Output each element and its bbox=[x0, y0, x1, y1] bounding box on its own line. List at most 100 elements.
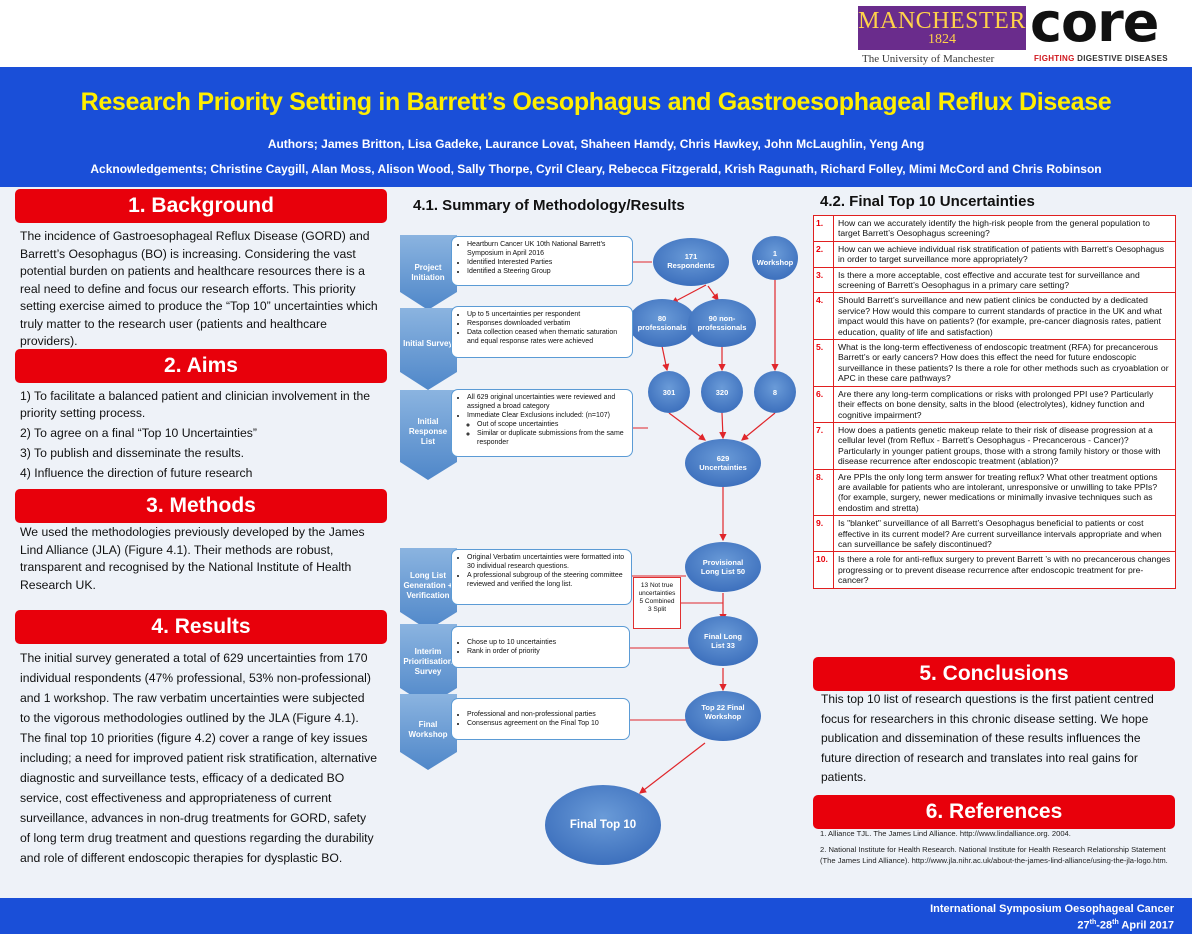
top10-row: 8.Are PPIs the only long term answer for… bbox=[813, 468, 1176, 517]
step-box-initial-survey: Up to 5 uncertainties per respondent Res… bbox=[451, 306, 633, 358]
date-mid: -28 bbox=[1096, 919, 1113, 932]
authors-line: Authors; James Britton, Lisa Gadeke, Lau… bbox=[267, 137, 925, 151]
bubble-label-professionals: 80 professionals bbox=[637, 314, 687, 332]
top10-number: 1. bbox=[813, 215, 834, 242]
bubble-provisional bbox=[685, 542, 761, 592]
aims-item: 4) Influence the direction of future res… bbox=[20, 466, 253, 480]
step-bullet: Responses downloaded verbatim bbox=[467, 319, 627, 328]
top10-number: 3. bbox=[813, 266, 834, 294]
methodology-title: 4.1. Summary of Methodology/Results bbox=[413, 197, 685, 214]
top10-row: 9.Is "blanket" surveillance of all Barre… bbox=[813, 515, 1176, 553]
step-bullet: All 629 original uncertainties were revi… bbox=[467, 393, 627, 411]
acknowledgements-line: Acknowledgements; Christine Caygill, Ala… bbox=[90, 162, 1102, 176]
logo: MANCHESTER 1824 core The University of M… bbox=[858, 0, 1188, 66]
logo-manchester-word: MANCHESTER bbox=[858, 8, 1026, 34]
bubble-label-non-professionals: 90 non-professionals bbox=[697, 314, 747, 332]
step-bullet: Original Verbatim uncertainties were for… bbox=[467, 553, 626, 571]
step-bullet: Rank in order of priority bbox=[467, 647, 624, 656]
top10-row: 1.How can we accurately identify the hig… bbox=[813, 215, 1176, 242]
exclusion-note-line: 5 Combined bbox=[639, 598, 675, 605]
references-list: 1. Alliance TJL. The James Lind Alliance… bbox=[820, 828, 1175, 871]
top10-question: Is there a more acceptable, cost effecti… bbox=[833, 266, 1176, 294]
top10-question: Are PPIs the only long term answer for t… bbox=[833, 468, 1176, 517]
reference-item: 1. Alliance TJL. The James Lind Alliance… bbox=[820, 829, 1071, 838]
date-end: April 2017 bbox=[1121, 919, 1174, 932]
top10-question: How does a patients genetic makeup relat… bbox=[833, 421, 1176, 470]
exclusion-note-line: 13 Not true uncertainties bbox=[638, 582, 676, 597]
conclusions-heading: 5. Conclusions bbox=[813, 657, 1175, 691]
bubble-respondents bbox=[653, 238, 729, 286]
bubble-final-long bbox=[688, 616, 758, 666]
bubble-label-top22: Top 22 Final Workshop bbox=[701, 703, 745, 721]
step-label: Initial Survey bbox=[403, 339, 453, 348]
step-bullet: Data collection ceased when thematic sat… bbox=[467, 328, 627, 346]
references-heading: 6. References bbox=[813, 795, 1175, 829]
methods-text: We used the methodologies previously dev… bbox=[20, 525, 365, 592]
top10-number: 2. bbox=[813, 240, 834, 268]
step-sub-bullet: Out of scope uncertainties bbox=[477, 420, 627, 429]
logo-core-word: core bbox=[1030, 0, 1159, 54]
aims-list: 1) To facilitate a balanced patient and … bbox=[20, 388, 378, 488]
bubble-320 bbox=[701, 371, 743, 413]
bubble-629 bbox=[685, 439, 761, 487]
bubble-label-provisional: Provisional Long List 50 bbox=[700, 558, 746, 576]
chevron-long-list bbox=[400, 548, 457, 630]
bubble-label-629: 629 Uncertainties bbox=[699, 454, 747, 472]
top10-table: 1.How can we accurately identify the hig… bbox=[813, 215, 1176, 589]
aims-heading: 2. Aims bbox=[15, 349, 387, 383]
conference-date: 27th-28th April 2017 bbox=[1077, 919, 1174, 932]
step-bullet: A professional subgroup of the steering … bbox=[467, 571, 626, 589]
reference-item: 2. National Institute for Health Researc… bbox=[820, 845, 1168, 865]
poster-title: Research Priority Setting in Barrett’s O… bbox=[80, 88, 1112, 116]
step-box-project-initiation: Heartburn Cancer UK 10th National Barret… bbox=[451, 236, 633, 286]
bubble-8 bbox=[754, 371, 796, 413]
step-box-final-workshop: Professional and non-professional partie… bbox=[451, 698, 630, 740]
top10-row: 10.Is there a role for anti-reflux surge… bbox=[813, 551, 1176, 589]
top10-number: 10. bbox=[813, 551, 834, 589]
top10-number: 4. bbox=[813, 292, 834, 341]
chevron-final-workshop bbox=[400, 694, 457, 770]
top10-row: 2.How can we achieve individual risk str… bbox=[813, 240, 1176, 268]
exclusion-note-line: 3 Split bbox=[647, 606, 667, 613]
top10-row: 3.Is there a more acceptable, cost effec… bbox=[813, 266, 1176, 294]
bubble-label-final-long: Final Long List 33 bbox=[704, 632, 742, 650]
aims-item: 2) To agree on a final “Top 10 Uncertain… bbox=[20, 426, 257, 440]
step-bullet: Immediate Clear Exclusions included: (n=… bbox=[467, 411, 627, 420]
step-box-long-list: Original Verbatim uncertainties were for… bbox=[451, 549, 632, 605]
top10-number: 6. bbox=[813, 385, 834, 423]
logo-tagline: FIGHTING DIGESTIVE DISEASES bbox=[1034, 54, 1168, 63]
top10-question: How can we accurately identify the high-… bbox=[833, 215, 1176, 242]
step-label: Final Workshop bbox=[408, 720, 448, 739]
chevron-initial-survey bbox=[400, 308, 457, 390]
top10-number: 8. bbox=[813, 468, 834, 517]
bubble-top22 bbox=[685, 691, 761, 741]
step-bullet: Heartburn Cancer UK 10th National Barret… bbox=[467, 240, 627, 258]
bubble-professionals bbox=[628, 299, 696, 347]
bubble-label-workshop: 1 Workshop bbox=[756, 249, 794, 267]
step-sub-bullet: Similar or duplicate submissions from th… bbox=[477, 429, 627, 447]
aims-item: 3) To publish and disseminate the result… bbox=[20, 446, 245, 460]
bubble-non-professionals bbox=[688, 299, 756, 347]
results-text: The initial survey generated a total of … bbox=[20, 651, 378, 865]
bubble-label-8: 8 bbox=[772, 388, 778, 397]
methods-heading: 3. Methods bbox=[15, 489, 387, 523]
bubble-label-respondents: 171 Respondents bbox=[667, 252, 715, 270]
top10-question: Is there a role for anti-reflux surgery … bbox=[833, 551, 1176, 589]
bubble-label-320: 320 bbox=[715, 388, 729, 397]
top10-row: 4.Should Barrett’s surveillance and new … bbox=[813, 292, 1176, 341]
manchester-logo: MANCHESTER 1824 bbox=[858, 6, 1026, 50]
title-banner bbox=[0, 67, 1192, 187]
bubble-workshop bbox=[752, 236, 798, 280]
conference-name: International Symposium Oesophageal Canc… bbox=[930, 903, 1174, 915]
bubble-label-301: 301 bbox=[662, 388, 676, 397]
results-heading: 4. Results bbox=[15, 610, 387, 644]
step-bullet: Consensus agreement on the Final Top 10 bbox=[467, 719, 624, 728]
exclusion-note: 13 Not true uncertainties 5 Combined 3 S… bbox=[633, 577, 681, 629]
top10-number: 9. bbox=[813, 515, 834, 553]
bubble-label-final-top10: Final Top 10 bbox=[569, 819, 637, 831]
logo-tag-rest: DIGESTIVE DISEASES bbox=[1077, 54, 1168, 63]
bubble-final-top10 bbox=[545, 785, 661, 865]
top10-question: How can we achieve individual risk strat… bbox=[833, 240, 1176, 268]
step-label: Long List Generation + Verification bbox=[403, 571, 453, 600]
